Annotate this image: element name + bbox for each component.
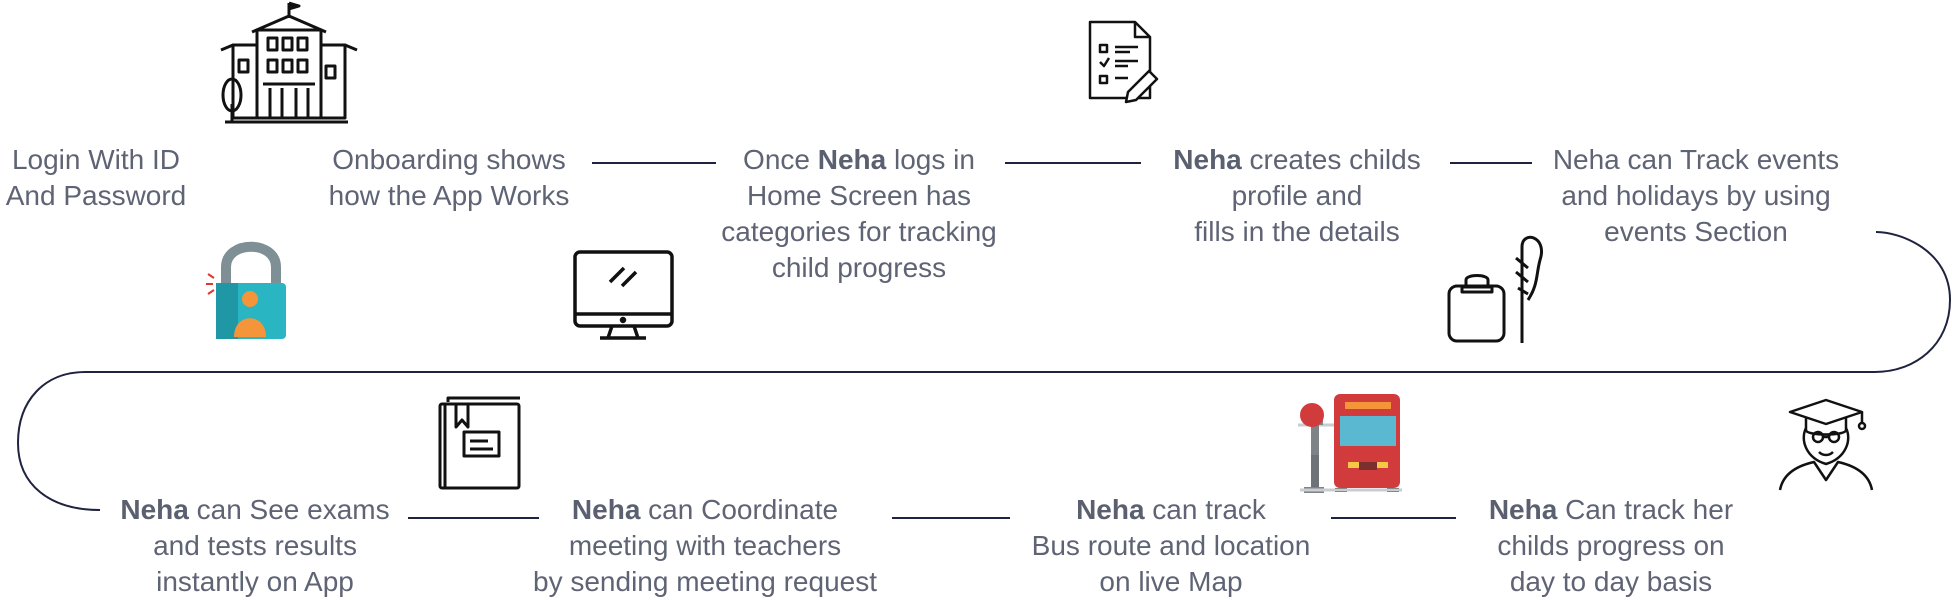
school-building-icon — [220, 1, 358, 124]
step-text: Bus route and location — [1031, 530, 1311, 561]
highlighted-name: Neha — [1173, 144, 1242, 175]
ink-and-quill-icon — [1447, 235, 1543, 343]
highlighted-name: Neha — [571, 494, 641, 525]
step-text-line: Home Screen has — [700, 178, 1018, 214]
step-text-line: meeting with teachers — [510, 528, 900, 564]
step-text: can See exams — [188, 494, 390, 525]
step-text-line: day to day basis — [1460, 564, 1762, 600]
step-text-line: childs progress on — [1460, 528, 1762, 564]
step-text: childs progress on — [1497, 530, 1725, 561]
step-text-line: events Section — [1530, 214, 1862, 250]
step-text: day to day basis — [1509, 566, 1713, 597]
step-text: categories for tracking — [721, 216, 997, 247]
step-text-line: Neha can Track events — [1530, 142, 1862, 178]
step-text-line: categories for tracking — [700, 214, 1018, 250]
padlock-user-icon — [206, 241, 286, 339]
step-text-line: profile and — [1150, 178, 1444, 214]
step-text: Neha can Track events — [1552, 144, 1840, 175]
step-text: logs in — [886, 144, 975, 175]
step-onboarding: Onboarding shows how the App Works — [304, 142, 594, 214]
step-text: fills in the details — [1194, 216, 1400, 247]
step-text: Once — [743, 144, 818, 175]
step-text-line: by sending meeting request — [510, 564, 900, 600]
step-text: Login With ID — [11, 144, 181, 175]
step-text: can track — [1144, 494, 1266, 525]
step-text-line: and holidays by using — [1530, 178, 1862, 214]
step-text-line: And Password — [0, 178, 192, 214]
step-text-line: instantly on App — [100, 564, 410, 600]
book-icon — [438, 396, 521, 490]
step-text: and holidays by using — [1561, 180, 1831, 211]
step-text-line: on live Map — [1010, 564, 1332, 600]
step-text-line: fills in the details — [1150, 214, 1444, 250]
step-text: And Password — [5, 180, 187, 211]
step-text: how the App Works — [328, 180, 570, 211]
step-text-line: Neha can track — [1010, 492, 1332, 528]
step-text: events Section — [1604, 216, 1788, 247]
step-text: Can track her — [1557, 494, 1734, 525]
graduate-icon — [1778, 398, 1874, 491]
step-text-line: Neha Can track her — [1460, 492, 1762, 528]
checklist-document-icon — [1088, 20, 1159, 104]
highlighted-name: Neha — [817, 144, 887, 175]
step-text: child progress — [771, 252, 947, 283]
step-text: creates childs — [1241, 144, 1421, 175]
step-text: instantly on App — [156, 566, 354, 597]
step-text: by sending meeting request — [533, 566, 877, 597]
step-text-line: Login With ID — [0, 142, 192, 178]
step-text-line: and tests results — [100, 528, 410, 564]
step-login: Login With ID And Password — [0, 142, 192, 214]
highlighted-name: Neha — [1076, 494, 1145, 525]
step-text: Home Screen has — [746, 180, 972, 211]
connector-curve — [16, 231, 1952, 511]
step-text-line: how the App Works — [304, 178, 594, 214]
step-text: can Coordinate — [640, 494, 839, 525]
step-events: Neha can Track events and holidays by usi… — [1530, 142, 1862, 250]
step-text-line: child progress — [700, 250, 1018, 286]
highlighted-name: Neha — [1488, 494, 1558, 525]
computer-monitor-icon — [573, 250, 674, 340]
step-text: and tests results — [153, 530, 357, 561]
bus-stop-icon — [1298, 394, 1402, 493]
step-text: meeting with teachers — [568, 530, 842, 561]
step-text-line: Neha can Coordinate — [510, 492, 900, 528]
step-text-line: Onboarding shows — [304, 142, 594, 178]
highlighted-name: Neha — [120, 494, 189, 525]
step-text: profile and — [1231, 180, 1363, 211]
step-text-line: Once Neha logs in — [700, 142, 1018, 178]
step-text-line: Neha can See exams — [100, 492, 410, 528]
step-text: Onboarding shows — [332, 144, 566, 175]
step-text: on live Map — [1099, 566, 1243, 597]
step-text-line: Bus route and location — [1010, 528, 1332, 564]
step-text-line: Neha creates childs — [1150, 142, 1444, 178]
